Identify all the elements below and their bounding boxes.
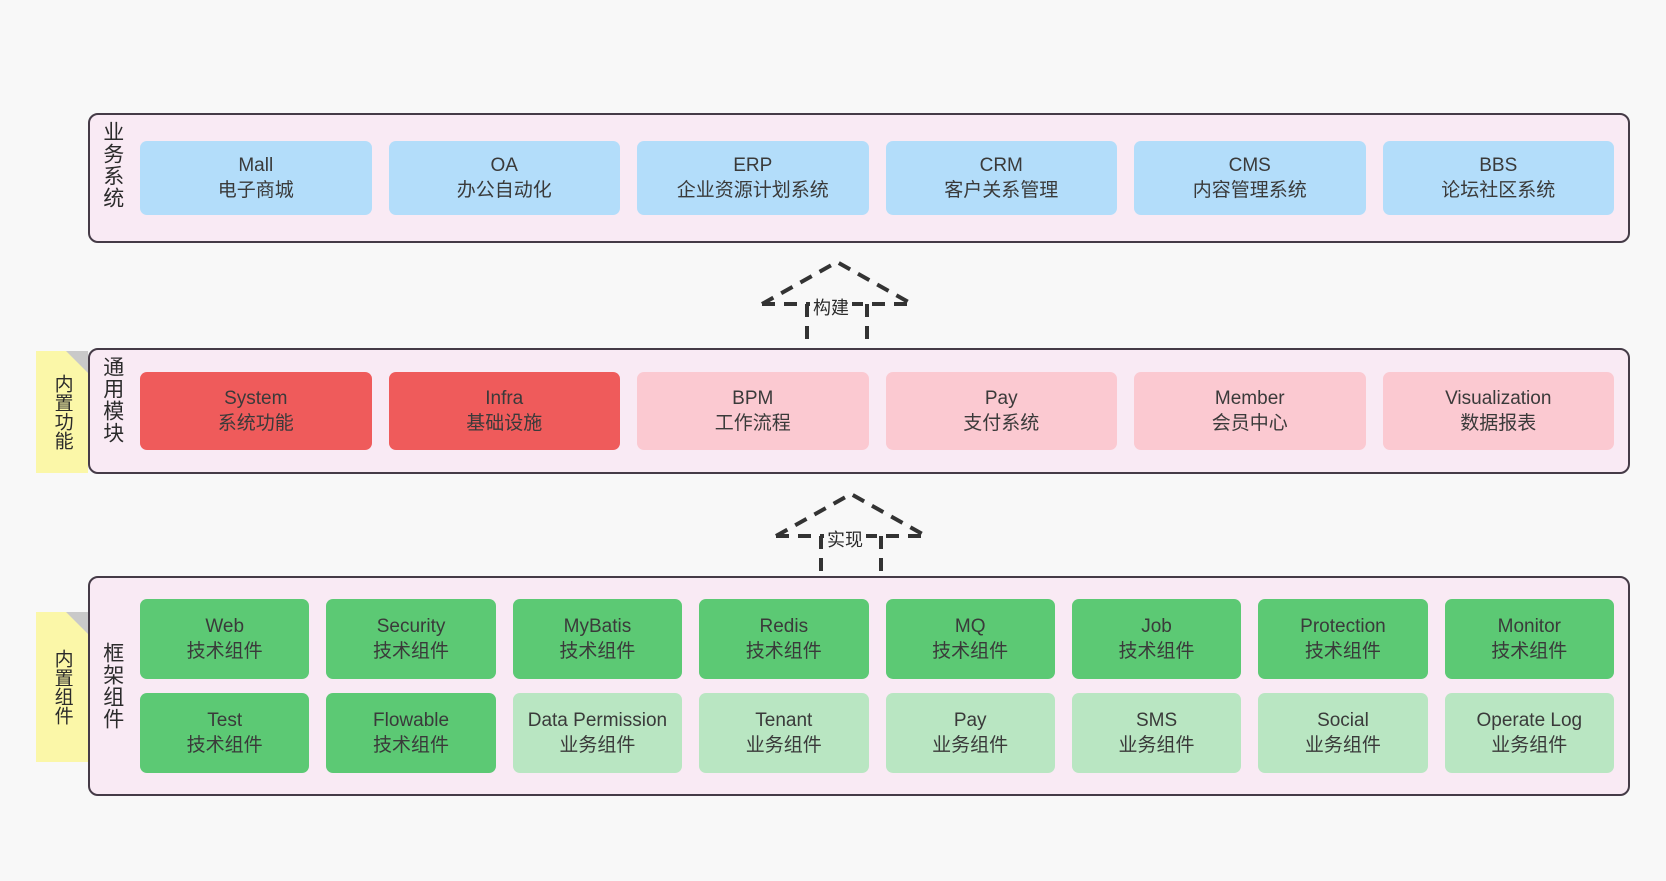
layer-framework-components-body: Web 技术组件 Security 技术组件 MyBatis 技术组件 Redi…	[134, 578, 1628, 794]
node-social[interactable]: Social 业务组件	[1258, 693, 1428, 773]
node-tenant[interactable]: Tenant 业务组件	[699, 693, 869, 773]
node-erp[interactable]: ERP 企业资源计划系统	[637, 141, 869, 215]
note-fold-corner-icon	[66, 351, 88, 373]
node-pay-module[interactable]: Pay 支付系统	[885, 372, 1117, 450]
note-builtin-functions[interactable]: 内置功能	[36, 351, 88, 473]
connector-build-label: 构建	[810, 294, 852, 320]
layer-business-systems[interactable]: 业务系统 Mall 电子商城 OA 办公自动化 ERP 企业资源计划系统 CRM	[88, 113, 1630, 243]
layer-framework-components[interactable]: 框架组件 Web 技术组件 Security 技术组件 MyBatis 技术组件…	[88, 576, 1630, 796]
node-mybatis[interactable]: MyBatis 技术组件	[512, 599, 683, 679]
node-member[interactable]: Member 会员中心	[1134, 372, 1366, 450]
node-protection[interactable]: Protection 技术组件	[1258, 599, 1428, 679]
node-infra[interactable]: Infra 基础设施	[388, 372, 620, 450]
layer-common-modules-body: System 系统功能 Infra 基础设施 BPM 工作流程 Pay 支付系统…	[134, 350, 1628, 472]
layer-business-systems-row: Mall 电子商城 OA 办公自动化 ERP 企业资源计划系统 CRM 客户关系…	[140, 141, 1614, 215]
node-web[interactable]: Web 技术组件	[140, 599, 310, 679]
node-sms[interactable]: SMS 业务组件	[1071, 693, 1242, 773]
connector-implement-label: 实现	[824, 526, 866, 552]
node-pay-component[interactable]: Pay 业务组件	[885, 693, 1055, 773]
node-bpm[interactable]: BPM 工作流程	[637, 372, 869, 450]
node-flowable[interactable]: Flowable 技术组件	[326, 693, 496, 773]
node-cms[interactable]: CMS 内容管理系统	[1134, 141, 1366, 215]
layer-common-modules[interactable]: 通用模块 System 系统功能 Infra 基础设施 BPM 工作流程 Pay	[88, 348, 1630, 474]
layer-framework-components-row-tech: Web 技术组件 Security 技术组件 MyBatis 技术组件 Redi…	[140, 599, 1614, 679]
arrowhead-implement-icon	[775, 491, 927, 538]
connector-implement[interactable]: 实现	[766, 490, 936, 576]
node-mall[interactable]: Mall 电子商城	[140, 141, 372, 215]
node-data-permission[interactable]: Data Permission 业务组件	[512, 693, 683, 773]
node-monitor[interactable]: Monitor 技术组件	[1444, 599, 1614, 679]
layer-business-systems-label: 业务系统	[100, 121, 124, 209]
note-fold-corner-icon	[66, 612, 88, 634]
node-system[interactable]: System 系统功能	[140, 372, 372, 450]
node-security[interactable]: Security 技术组件	[326, 599, 496, 679]
node-bbs[interactable]: BBS 论坛社区系统	[1382, 141, 1614, 215]
layer-common-modules-row: System 系统功能 Infra 基础设施 BPM 工作流程 Pay 支付系统…	[140, 372, 1614, 450]
node-operate-log[interactable]: Operate Log 业务组件	[1444, 693, 1614, 773]
layer-common-modules-label: 通用模块	[100, 356, 124, 444]
note-builtin-components[interactable]: 内置组件	[36, 612, 88, 762]
arrowhead-build-icon	[761, 259, 913, 306]
layer-framework-components-label: 框架组件	[100, 642, 124, 730]
node-redis[interactable]: Redis 技术组件	[699, 599, 869, 679]
node-crm[interactable]: CRM 客户关系管理	[885, 141, 1117, 215]
node-job[interactable]: Job 技术组件	[1071, 599, 1242, 679]
node-mq[interactable]: MQ 技术组件	[885, 599, 1055, 679]
layer-framework-components-row-business: Test 技术组件 Flowable 技术组件 Data Permission …	[140, 693, 1614, 773]
layer-business-systems-body: Mall 电子商城 OA 办公自动化 ERP 企业资源计划系统 CRM 客户关系…	[134, 115, 1628, 241]
node-visualization[interactable]: Visualization 数据报表	[1382, 372, 1614, 450]
connector-build[interactable]: 构建	[752, 258, 922, 344]
node-oa[interactable]: OA 办公自动化	[388, 141, 620, 215]
node-test[interactable]: Test 技术组件	[140, 693, 310, 773]
